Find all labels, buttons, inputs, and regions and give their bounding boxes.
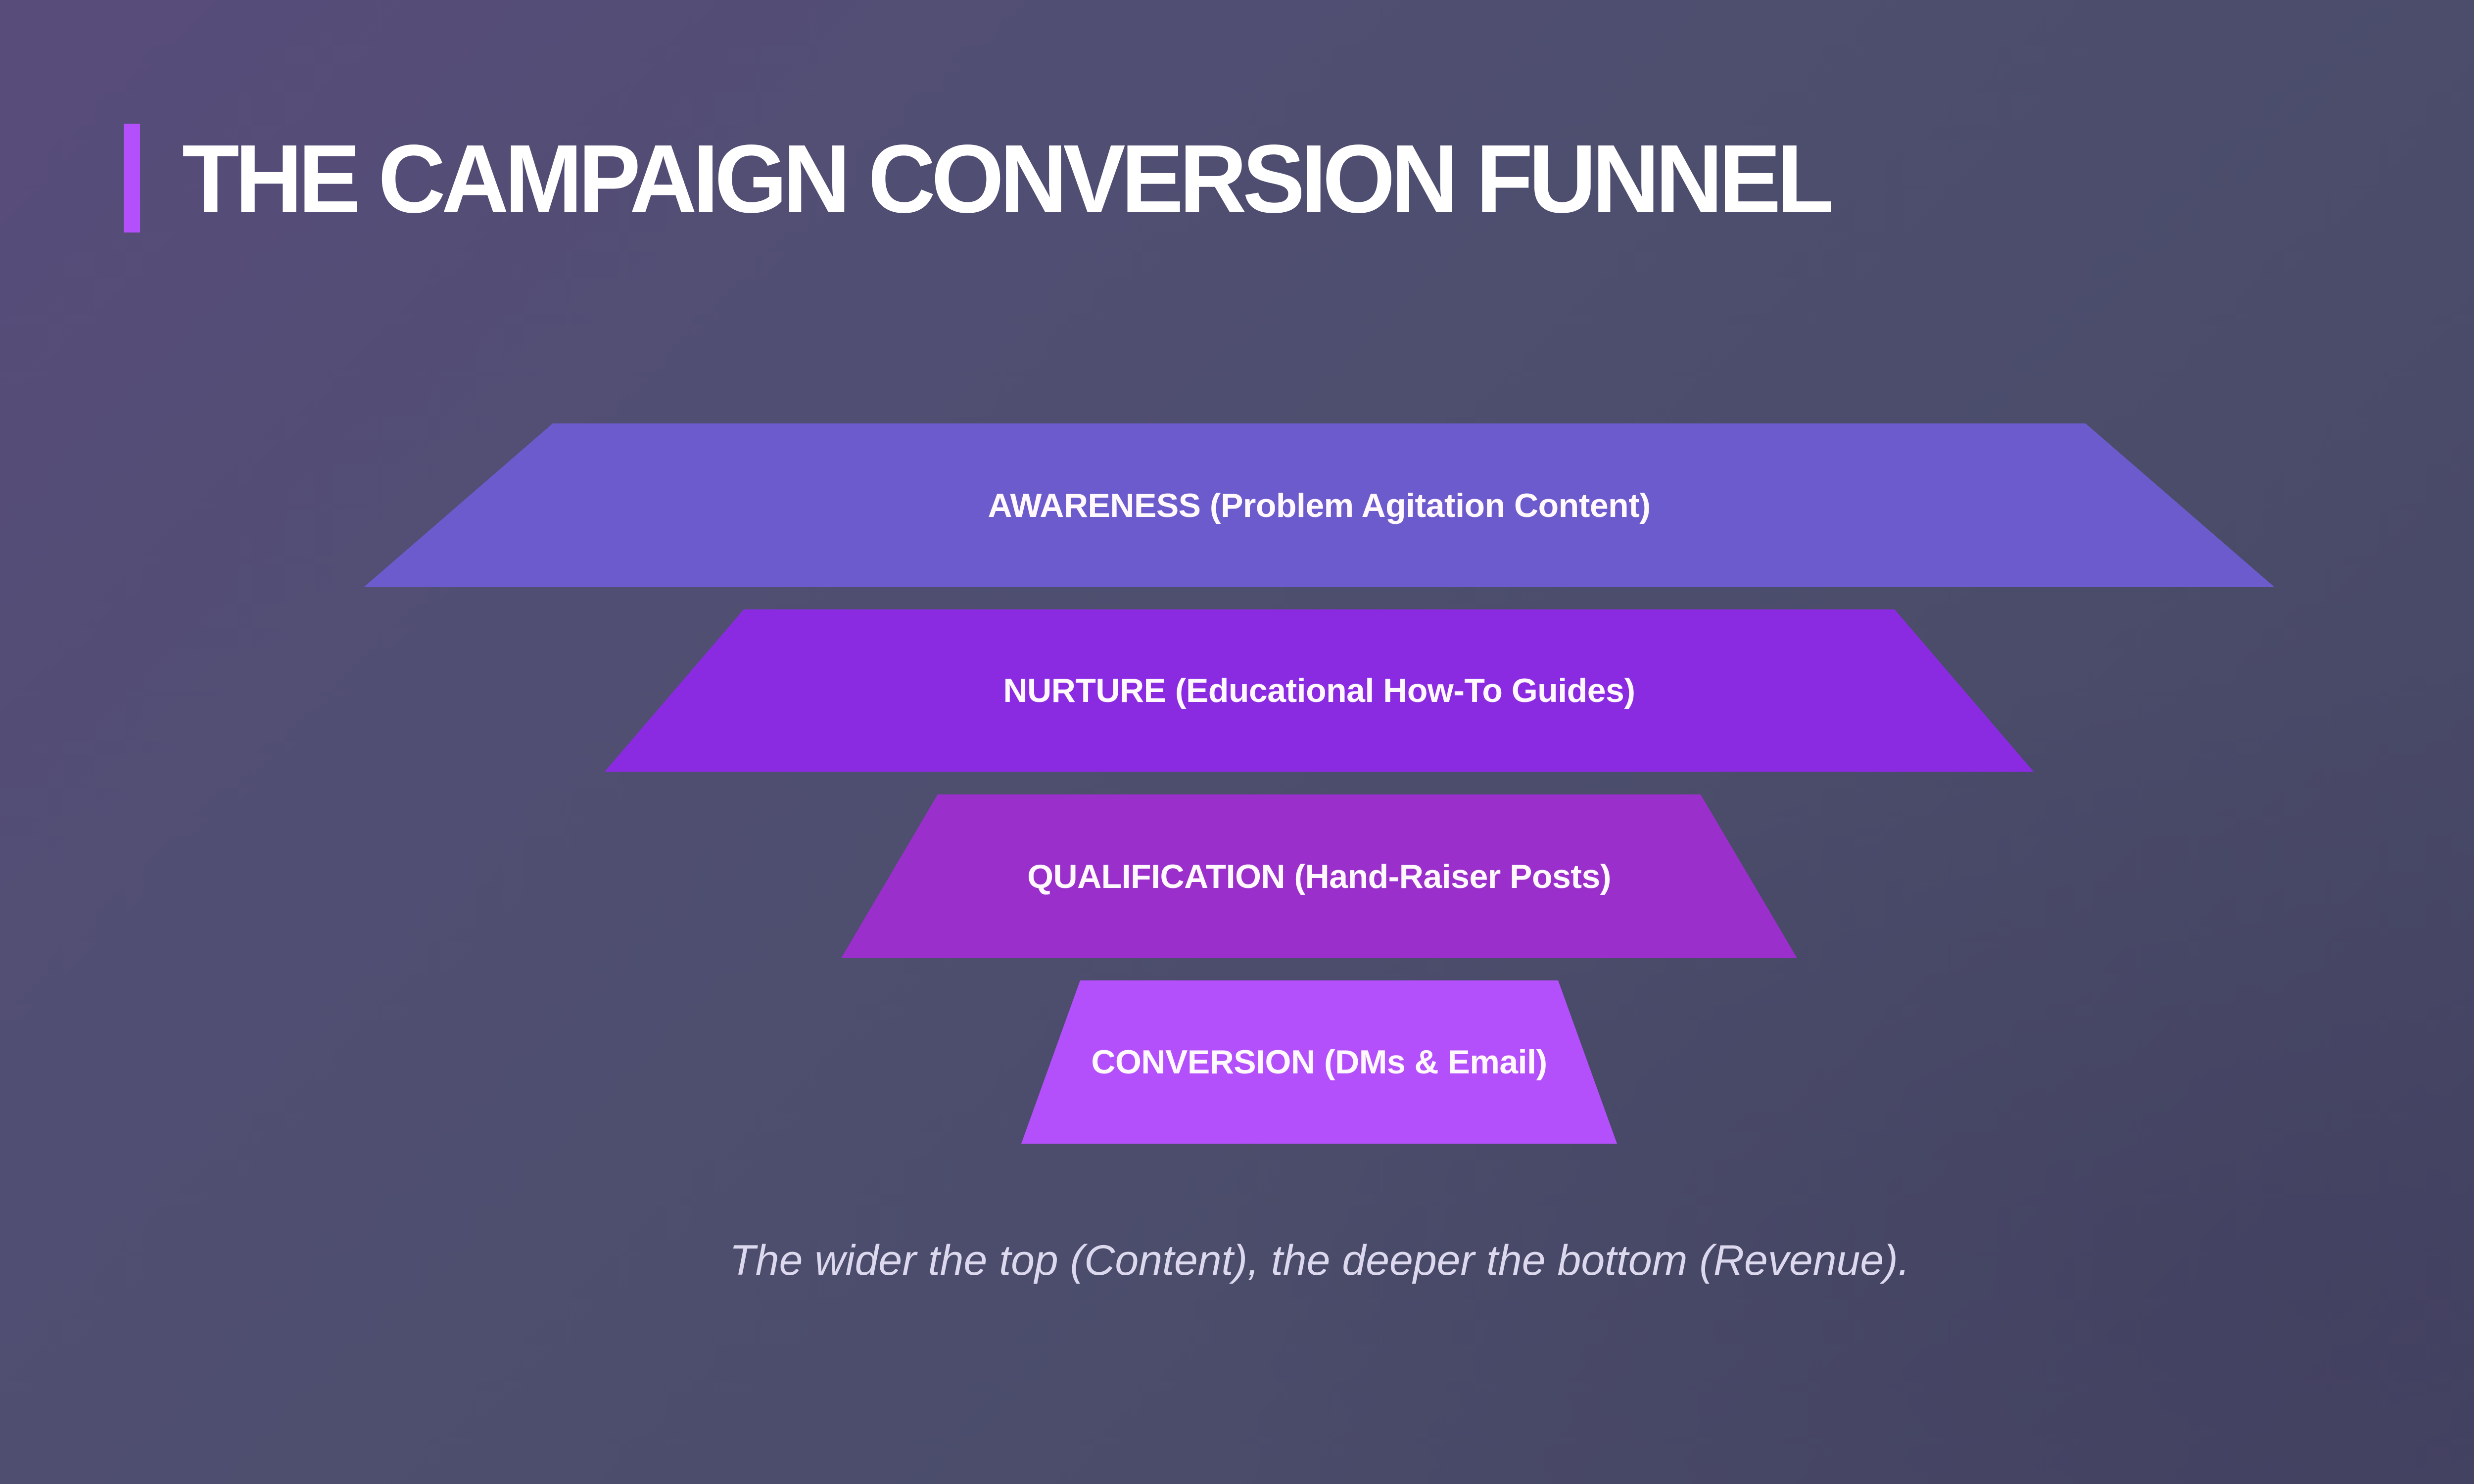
- funnel-layer-label: CONVERSION (DMs & Email): [1091, 1043, 1547, 1081]
- funnel-layer-label: AWARENESS (Problem Agitation Content): [988, 486, 1651, 524]
- funnel-layer-conversion: CONVERSION (DMs & Email): [1021, 980, 1617, 1144]
- title-accent-bar: [124, 124, 140, 232]
- funnel-layer-qualification: QUALIFICATION (Hand-Raiser Posts): [841, 794, 1797, 958]
- funnel-caption: The wider the top (Content), the deeper …: [729, 1237, 1910, 1284]
- funnel-layer-awareness: AWARENESS (Problem Agitation Content): [364, 423, 2275, 587]
- funnel-layer-label: NURTURE (Educational How-To Guides): [1003, 672, 1636, 709]
- page-title: THE CAMPAIGN CONVERSION FUNNEL: [182, 125, 1834, 233]
- funnel-layer-nurture: NURTURE (Educational How-To Guides): [605, 609, 2034, 772]
- funnel-layer-label: QUALIFICATION (Hand-Raiser Posts): [1027, 857, 1611, 895]
